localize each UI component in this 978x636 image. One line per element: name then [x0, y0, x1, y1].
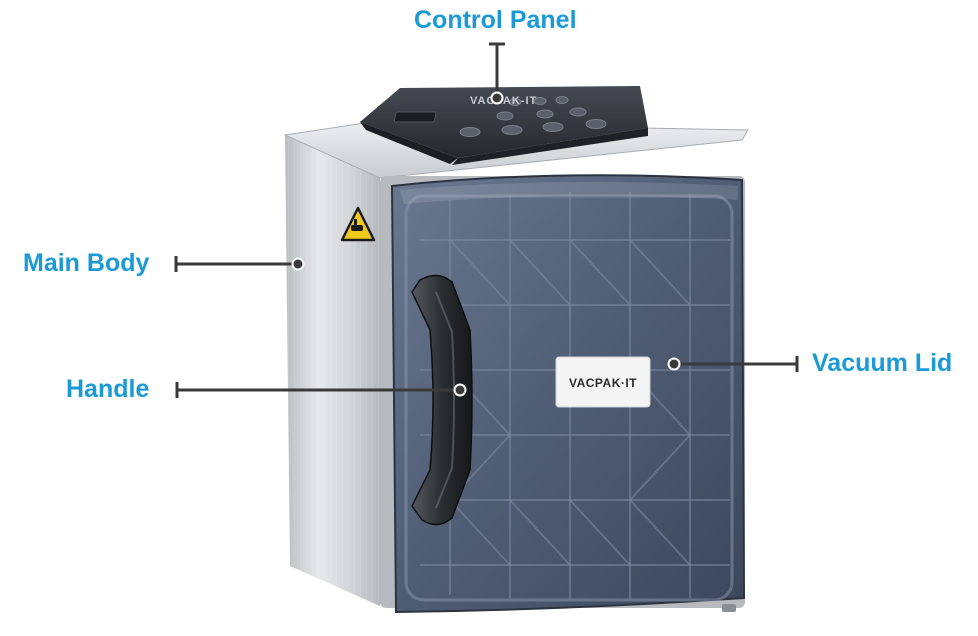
- handle-label: Handle: [66, 375, 150, 403]
- main-body-label: Main Body: [23, 249, 150, 277]
- control-buttons: [459, 96, 607, 137]
- hand-crush-warning-icon: [340, 206, 376, 242]
- leader-lines: [174, 42, 799, 398]
- lid-brand-badge: VACPAK·IT: [555, 356, 651, 408]
- lid-brand-label: VACPAK·IT: [569, 376, 637, 390]
- panel-brand-label: VACPAK-IT: [470, 95, 537, 107]
- front-foot: [722, 604, 736, 612]
- vacuum-lid-label: Vacuum Lid: [812, 349, 953, 377]
- control-panel-label: Control Panel: [414, 6, 577, 34]
- control-panel: VACPAK-IT: [360, 86, 648, 165]
- leader-end-dots: [291, 91, 681, 397]
- handle: [411, 274, 473, 526]
- vacuum-lid: VACPAK·IT: [390, 174, 746, 614]
